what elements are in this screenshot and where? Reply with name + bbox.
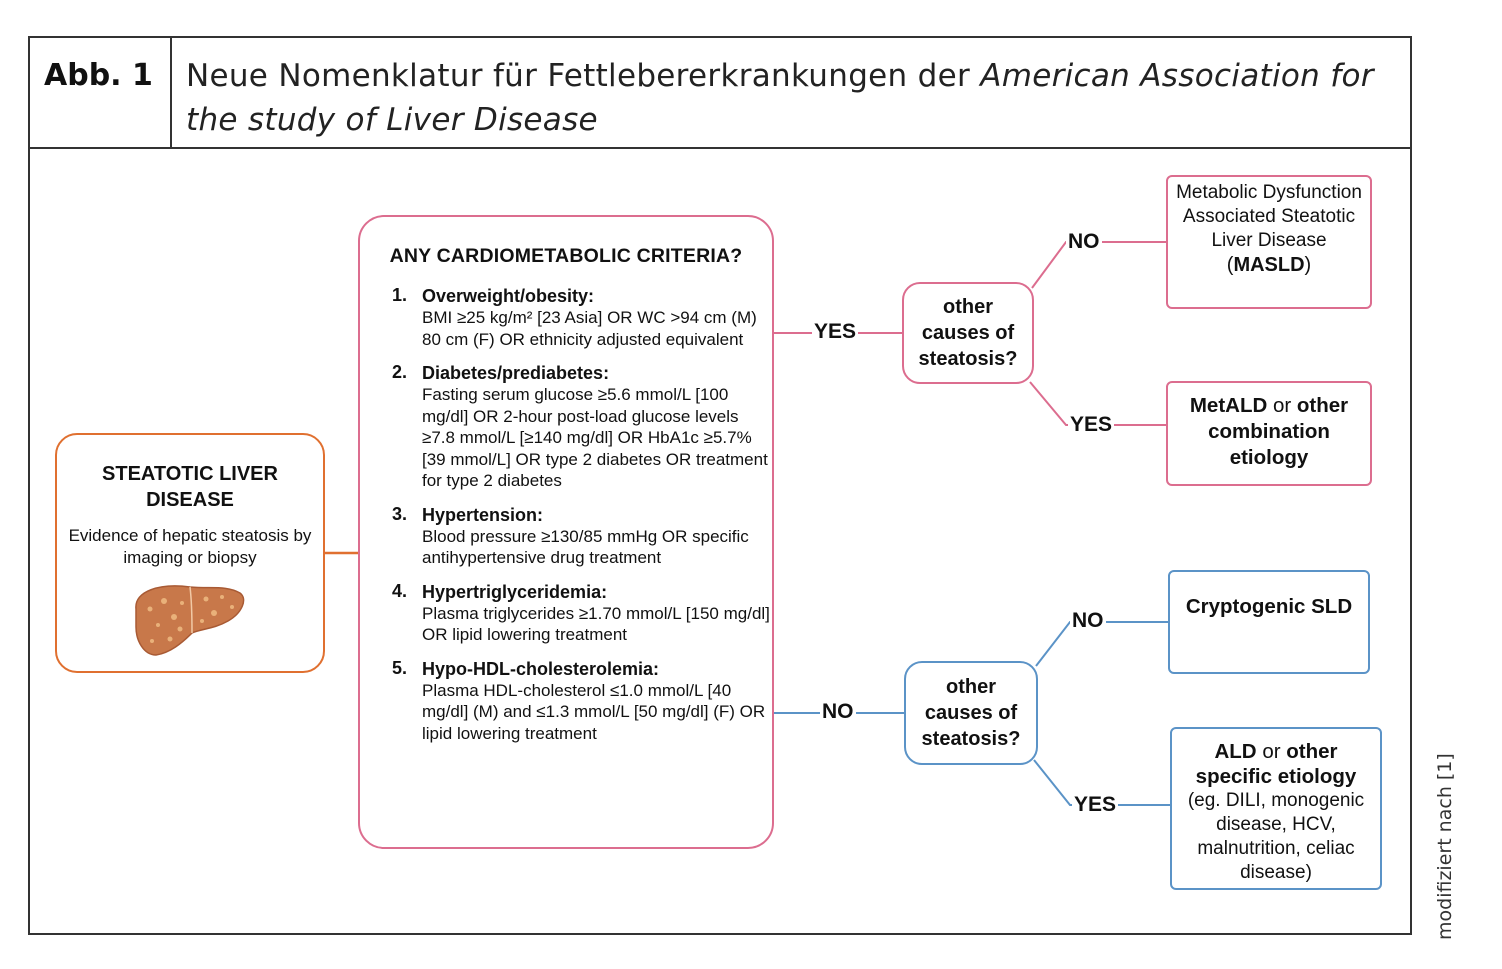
criteria-body: BMI ≥25 kg/m² [23 Asia] OR WC >94 cm (M)…: [422, 308, 757, 349]
criteria-item: 2. Diabetes/prediabetes: Fasting serum g…: [392, 362, 772, 492]
cryptogenic-text: Cryptogenic SLD: [1185, 595, 1353, 618]
criteria-list: 1. Overweight/obesity: BMI ≥25 kg/m² [23…: [392, 285, 772, 756]
masld-text: Metabolic Dysfunction Associated Steatot…: [1176, 182, 1362, 251]
criteria-item: 1. Overweight/obesity: BMI ≥25 kg/m² [23…: [392, 285, 772, 350]
criteria-heading: ANY CARDIOMETABOLIC CRITERIA?: [389, 245, 743, 267]
criteria-item: 4. Hypertriglyceridemia: Plasma triglyce…: [392, 581, 772, 646]
title-plain: Neue Nomenklatur für Fettlebererkrankung…: [186, 58, 981, 94]
masld-abbrev-line: (MASLD): [1174, 253, 1364, 277]
criteria-number: 3.: [392, 503, 408, 524]
figure-header: Abb. 1 Neue Nomenklatur für Fettlebererk…: [30, 38, 1410, 149]
figure-label: Abb. 1: [30, 38, 172, 147]
criteria-yes-label: YES: [812, 320, 859, 344]
criteria-body: Plasma triglycerides ≥1.70 mmol/L [150 m…: [422, 603, 770, 645]
ald-or: or: [1256, 740, 1287, 763]
criteria-name: Hypertension:: [422, 504, 544, 525]
title-italic: American Association for the study of Li…: [186, 58, 1374, 138]
criteria-number: 4.: [392, 580, 408, 601]
criteria-number: 1.: [392, 285, 408, 305]
criteria-number: 2.: [392, 362, 408, 382]
lower-yes-line: [1033, 759, 1170, 806]
ald-detail: (eg. DILI, monogenic disease, HCV, malnu…: [1187, 790, 1365, 883]
criteria-body: Plasma HDL-cholesterol ≤1.0 mmol/L [40 m…: [422, 680, 766, 743]
masld-close: ): [1304, 254, 1312, 276]
lower-yes-label: YES: [1072, 793, 1119, 817]
criteria-name: Hypertriglyceridemia:: [422, 581, 608, 602]
lower-question-text: other causes of steatosis?: [921, 676, 1021, 750]
metald-text: MetALD or other combination etiology: [1174, 393, 1364, 471]
criteria-name: Diabetes/prediabetes:: [422, 363, 610, 383]
metald-or: or: [1267, 394, 1297, 417]
masld-box: Metabolic Dysfunction Associated Steatot…: [1166, 175, 1372, 309]
upper-yes-line: [1029, 381, 1166, 426]
criteria-item: 3. Hypertension: Blood pressure ≥130/85 …: [392, 504, 772, 569]
cryptogenic-box: Cryptogenic SLD: [1168, 570, 1370, 674]
metald-bold-2: other combination etiology: [1208, 394, 1349, 469]
criteria-body: Blood pressure ≥130/85 mmHg OR specific …: [422, 526, 749, 568]
criteria-body: Fasting serum glucose ≥5.6 mmol/L [100 m…: [422, 385, 768, 490]
metald-bold: MetALD: [1189, 394, 1268, 417]
criteria-name: Overweight/obesity:: [422, 286, 595, 306]
criteria-name: Hypo-HDL-cholesterolemia:: [422, 658, 660, 679]
ald-text: ALD or other specific etiology: [1180, 739, 1372, 789]
upper-question-box: other causes of steatosis?: [902, 282, 1034, 384]
cardiometabolic-criteria-box: ANY CARDIOMETABOLIC CRITERIA? 1. Overwei…: [358, 215, 774, 849]
lower-no-label: NO: [1070, 609, 1106, 633]
steatotic-text: Evidence of hepatic steatosis by imaging…: [68, 526, 312, 567]
criteria-item: 5. Hypo-HDL-cholesterolemia: Plasma HDL-…: [392, 658, 772, 745]
criteria-no-label: NO: [820, 700, 856, 724]
figure-frame: Abb. 1 Neue Nomenklatur für Fettlebererk…: [28, 36, 1412, 935]
masld-open: (: [1226, 254, 1234, 276]
masld-abbrev: MASLD: [1233, 254, 1305, 276]
ald-bold-2: other specific etiology: [1195, 740, 1357, 788]
metald-box: MetALD or other combination etiology: [1166, 381, 1372, 486]
steatotic-title: STEATOTIC LIVER DISEASE: [102, 463, 278, 511]
criteria-number: 5.: [392, 657, 408, 678]
figure-title: Neue Nomenklatur für Fettlebererkrankung…: [186, 54, 1396, 142]
upper-question-text: other causes of steatosis?: [918, 296, 1018, 370]
lower-question-box: other causes of steatosis?: [904, 661, 1038, 765]
upper-no-label: NO: [1066, 230, 1102, 254]
steatotic-liver-disease-box: STEATOTIC LIVER DISEASE Evidence of hepa…: [55, 433, 325, 673]
ald-box: ALD or other specific etiology (eg. DILI…: [1170, 727, 1382, 890]
liver-icon: [135, 585, 245, 656]
upper-yes-label: YES: [1068, 413, 1115, 437]
ald-bold: ALD: [1214, 740, 1257, 763]
